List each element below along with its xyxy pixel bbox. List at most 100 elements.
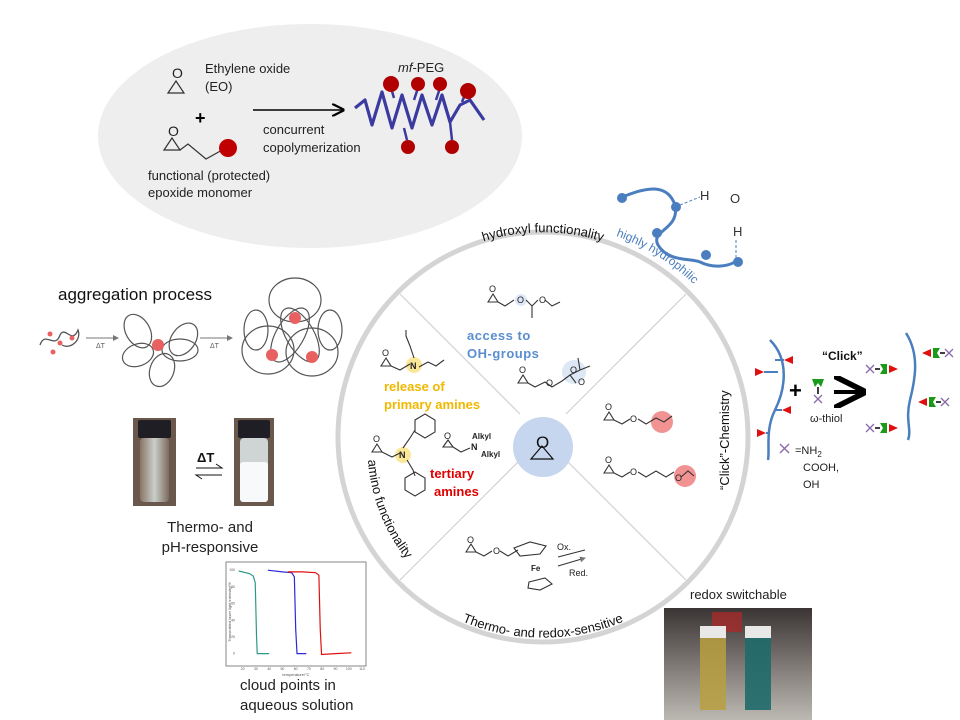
dibenzyl-amine-glycidyl-structure: O N <box>371 413 436 497</box>
chart-x-axis-label: temperature/°C <box>282 672 309 677</box>
dialkyl-amine-glycidyl-structure: O N Alkyl Alkyl <box>441 431 500 459</box>
hydroxyl-note-line2: OH-groups <box>467 346 539 361</box>
svg-text:O: O <box>467 535 474 545</box>
svg-text:O: O <box>444 431 451 441</box>
click-chemistry-scheme: + “Click” ω-thiol =NH2 COOH, OH <box>755 332 954 491</box>
mf-peg-label: mf-PEG <box>398 60 444 75</box>
x-tick-label: 100 <box>346 667 352 671</box>
water-h2: H <box>733 224 742 239</box>
functional-epoxide-structure: O <box>162 123 237 160</box>
single-chain-icon <box>39 328 80 355</box>
x-tick-label: 70 <box>307 667 311 671</box>
redox-caption: redox switchable <box>690 587 787 602</box>
ethylene-oxide-structure: O <box>166 65 186 94</box>
svg-text:O: O <box>605 455 612 465</box>
x-tick-label: 30 <box>254 667 258 671</box>
svg-text:O: O <box>172 65 183 81</box>
cloud-point-curve-2 <box>267 569 307 655</box>
svg-text:O: O <box>675 473 682 483</box>
delta-t-step2: ΔT <box>210 343 220 350</box>
click-title: “Click” <box>822 349 863 363</box>
svg-text:O: O <box>605 402 612 412</box>
wheel-label-click: “Click”-Chemistry <box>717 390 732 490</box>
amine-note1-line2: primary amines <box>384 397 480 412</box>
center-epoxide-o: O <box>536 433 549 452</box>
y-tick-label: 0 <box>233 652 235 656</box>
water-h1: H <box>700 188 709 203</box>
y-tick-label: 80 <box>231 585 235 589</box>
x-tick-label: 80 <box>320 667 324 671</box>
cloud-point-curve-1 <box>238 570 270 655</box>
y-tick-label: 40 <box>231 618 235 622</box>
svg-text:O: O <box>373 434 380 444</box>
mf-peg-polymer-chain <box>354 76 486 154</box>
click-plus: + <box>789 378 802 403</box>
micelle-icon <box>121 313 199 388</box>
amine-note2-line1: tertiary <box>430 466 475 481</box>
reaction-label-line2: copolymerization <box>263 140 361 155</box>
allyl-glycidyl-ether-structure: O O <box>603 402 673 433</box>
svg-text:O: O <box>546 378 553 388</box>
plus-sign: + <box>195 108 206 128</box>
isopropylidene-glyceryl-glycidyl-ether-structure: O O O O <box>517 357 591 388</box>
vials-delta-t: ΔT <box>197 450 214 465</box>
hydroxyl-note-line1: access to <box>467 328 531 343</box>
aggregation-process: aggregation process ΔT ΔT <box>39 277 343 388</box>
svg-text:N: N <box>410 361 417 371</box>
thiol-label: ω-thiol <box>810 413 842 425</box>
redox-cuvettes-photo <box>664 608 812 720</box>
synthesis-panel: O Ethylene oxide (EO) + O functional (pr… <box>98 24 522 248</box>
functionality-wheel: O hydroxyl functionality Thermo- and red… <box>335 220 751 645</box>
svg-text:Alkyl: Alkyl <box>472 432 491 441</box>
svg-text:O: O <box>539 295 546 305</box>
svg-text:Alkyl: Alkyl <box>481 450 500 459</box>
x-tick-label: 90 <box>334 667 338 671</box>
legend-line2: COOH, <box>803 462 839 474</box>
monomer2-label-line1: functional (protected) <box>148 168 270 183</box>
monomer1-abbrev: (EO) <box>205 79 232 94</box>
thiol-icon <box>812 379 824 387</box>
y-tick-label: 60 <box>231 602 235 606</box>
aggregation-title: aggregation process <box>58 285 212 304</box>
monomer1-label: Ethylene oxide <box>205 61 290 76</box>
chart-y-axis-label: Transmitted laser light intensity/% <box>227 582 232 642</box>
svg-text:O: O <box>489 284 496 294</box>
y-tick-label: 20 <box>231 635 235 639</box>
clicked-polymer <box>865 332 954 441</box>
svg-text:O: O <box>168 123 179 139</box>
ferrocenyl-glycidyl-ether-structure: O O Fe Ox. Red. <box>465 535 588 591</box>
svg-text:O: O <box>578 377 585 387</box>
diallyl-amine-glycidyl-structure: O N <box>380 330 445 373</box>
x-tick-label: 50 <box>280 667 284 671</box>
svg-text:O: O <box>519 365 526 375</box>
svg-text:Fe: Fe <box>531 564 541 573</box>
svg-text:N: N <box>399 450 406 460</box>
svg-text:Red.: Red. <box>569 568 588 578</box>
svg-text:O: O <box>382 348 389 358</box>
svg-text:O: O <box>517 295 524 305</box>
amine-note2-line2: amines <box>434 484 479 499</box>
svg-text:Ox.: Ox. <box>557 542 571 552</box>
reaction-label-line1: concurrent <box>263 122 325 137</box>
vials-caption-line1: Thermo- and <box>167 519 253 536</box>
amine-note1-line1: release of <box>384 379 445 394</box>
legend-line3: OH <box>803 479 820 491</box>
cloud-points-caption-line2: aqueous solution <box>240 697 353 714</box>
delta-t-step1: ΔT <box>96 343 106 350</box>
reversible-arrows <box>194 463 224 480</box>
svg-text:O: O <box>630 414 637 424</box>
ethylene-glycol-vinyl-glycidyl-ether-structure: O O O <box>603 455 696 487</box>
vials-caption-line2: pH-responsive <box>162 539 259 556</box>
vials-photo <box>133 418 274 506</box>
x-tick-label: 60 <box>294 667 298 671</box>
x-tick-label: 40 <box>267 667 271 671</box>
x-tick-label: 110 <box>359 667 365 671</box>
water-o: O <box>730 191 740 206</box>
svg-text:O: O <box>630 467 637 477</box>
legend-eq: =NH2 <box>795 445 822 459</box>
cloud-points-caption-line1: cloud points in <box>240 677 336 694</box>
x-tick-label: 20 <box>241 667 245 671</box>
svg-text:O: O <box>570 365 577 375</box>
